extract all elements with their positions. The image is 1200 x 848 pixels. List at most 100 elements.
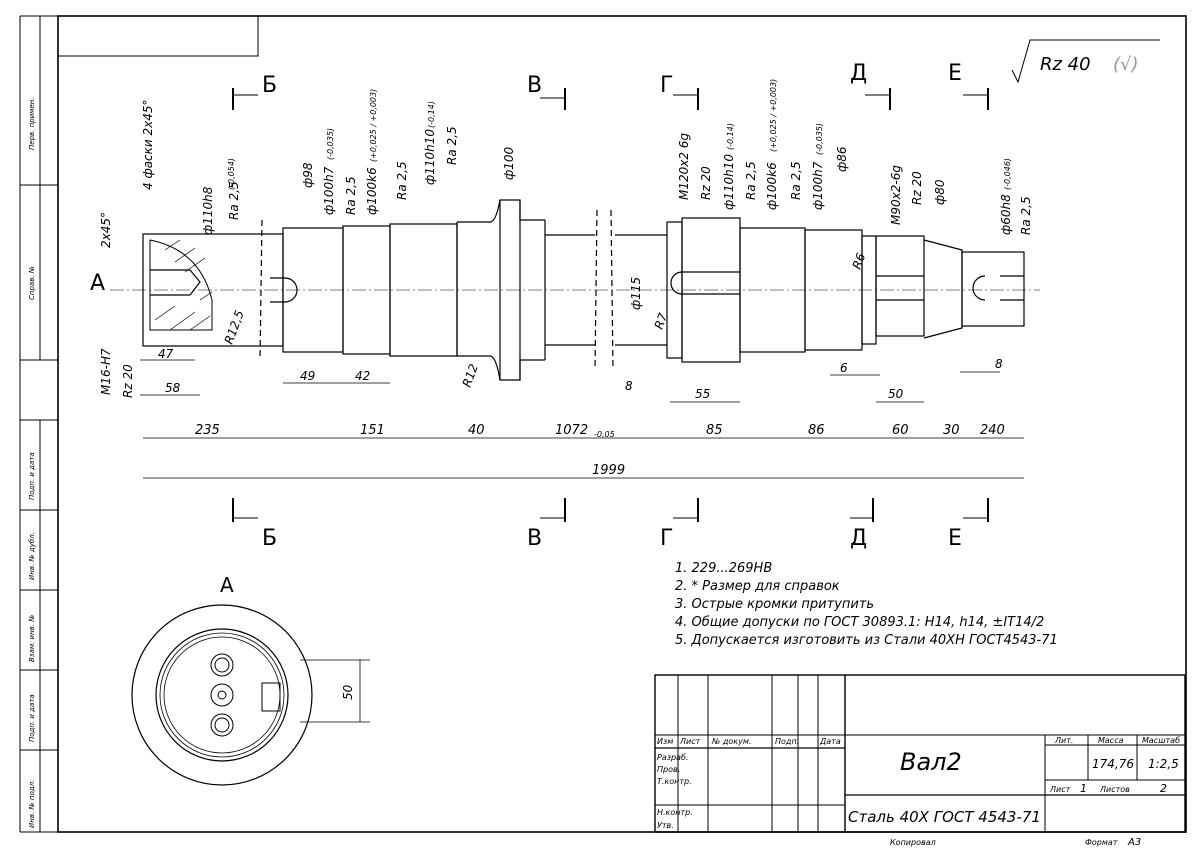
- section-a-view: [131, 604, 370, 786]
- chain-dim-1072-tol: -0,05: [594, 430, 615, 439]
- title-block-labels: Изм Лист № докум. Подп. Дата Разраб. Про…: [657, 736, 1180, 848]
- tb-sheets-label: Листов: [1099, 785, 1130, 794]
- dim-6: 6: [840, 361, 848, 375]
- tb-material: Сталь 40Х ГОСТ 4543-71: [848, 808, 1041, 826]
- chamfer-callout: 4 фаски 2х45°: [141, 99, 155, 190]
- roughness-rz20-b: Rz 20: [910, 171, 924, 205]
- chain-dim-1072: 1072: [555, 423, 588, 438]
- tb-part-name: Вал2: [900, 748, 962, 776]
- dim-d60h8: ф60h8: [999, 194, 1013, 235]
- margin-label-3: Подп. и дата: [28, 452, 36, 500]
- dim-d100h7-b: ф100h7: [811, 161, 825, 210]
- chamfer-small: 2х45°: [99, 212, 113, 248]
- ra-callout-a: Ra 2,5: [227, 181, 241, 220]
- margin-label-5: Взам. инв. №: [28, 614, 36, 662]
- dim-d100k6-b: ф100k6: [765, 162, 779, 210]
- roughness-rz20-a: Rz 20: [699, 166, 713, 200]
- radius-r7-a: R7: [652, 311, 671, 331]
- roughness-suffix: (√): [1113, 54, 1139, 75]
- top-left-stamp: [57, 15, 259, 57]
- section-g-top: Г: [660, 73, 673, 98]
- tb-col-izm: Изм: [657, 737, 673, 746]
- dim-d100h7: ф100h7: [322, 166, 336, 215]
- tb-copied: Копировал: [890, 838, 936, 847]
- overall-dim-1999: 1999: [592, 463, 625, 478]
- dim-55: 55: [695, 387, 710, 401]
- thread-m16: M16-H7: [99, 348, 113, 395]
- small-dimensions: 47 58 49 42 8 55 6 50 8: [158, 347, 1003, 401]
- tb-nkontr: Н.контр.: [657, 808, 693, 817]
- section-e-bottom: Е: [948, 526, 962, 551]
- tb-format: Формат: [1085, 838, 1118, 847]
- dim-d80: ф80: [933, 179, 947, 205]
- dim-49: 49: [300, 369, 315, 383]
- left-margin-strip: [19, 15, 58, 833]
- radius-r12: R12: [460, 362, 481, 389]
- ra-callout-f: Ra 2,5: [789, 161, 803, 200]
- dim-d110h10: ф110h10: [423, 129, 437, 185]
- ra-callout-d: Ra 2,5: [445, 126, 459, 165]
- roughness-symbol: Rz 40 (√): [1011, 39, 1160, 84]
- dim-50: 50: [888, 387, 904, 401]
- dim-47: 47: [158, 347, 174, 361]
- dim-58: 58: [165, 381, 181, 395]
- radius-r6: R6: [850, 251, 869, 271]
- note-3: 3. Острые кромки притупить: [675, 597, 875, 612]
- dim-d86: ф86: [835, 146, 849, 172]
- chain-dimension: 235 151 40 1072 -0,05 85 86 60 30 240 19…: [143, 423, 1024, 479]
- ra-callout-g: Ra 2,5: [1019, 196, 1033, 235]
- margin-label-4: Инв. № дубл.: [28, 532, 36, 580]
- dim-d100k6-b-tol: (+0,025 / +0,003): [769, 79, 778, 152]
- tb-col-doc: № докум.: [711, 737, 751, 746]
- section-markers: [232, 88, 989, 522]
- margin-label-1: Перв. примен.: [28, 97, 36, 150]
- radius-r125: R12,5: [222, 308, 247, 346]
- dim-d100k6-tol: (+0,025 / +0,003): [369, 89, 378, 162]
- tb-razrab: Разраб.: [657, 753, 688, 762]
- dim-d115: ф115: [629, 277, 643, 310]
- chain-dim-240: 240: [980, 423, 1005, 438]
- section-v-top: В: [527, 73, 542, 98]
- tb-mass: 174,76: [1092, 757, 1134, 771]
- dim-8-a: 8: [625, 379, 633, 393]
- chain-dim-86: 86: [808, 423, 825, 438]
- section-b-bottom: Б: [262, 526, 277, 551]
- tb-format-val: А3: [1127, 837, 1141, 848]
- note-5: 5. Допускается изготовить из Стали 40ХН …: [675, 633, 1058, 648]
- section-hatching: [154, 239, 213, 331]
- margin-label-6: Подп. и дата: [28, 694, 36, 742]
- section-letters: Б Б В В Г Г Д Д Е Е А: [90, 61, 962, 551]
- dim-m90: M90x2-6g: [889, 165, 903, 225]
- tb-utv: Утв.: [657, 821, 674, 830]
- chain-dim-60: 60: [892, 423, 909, 438]
- ra-callout-c: Ra 2,5: [395, 161, 409, 200]
- section-d-bottom: Д: [850, 526, 867, 551]
- title-block: [654, 674, 1186, 833]
- margin-label-2: Справ. №: [28, 266, 36, 300]
- ra-callout-e: Ra 2,5: [744, 161, 758, 200]
- tb-col-date: Дата: [819, 737, 841, 746]
- dim-d110h8-tol: (-0,054): [227, 158, 236, 190]
- chain-dim-151: 151: [360, 423, 385, 438]
- section-e-top: Е: [948, 61, 962, 86]
- tb-lit-hdr: Лит.: [1054, 736, 1073, 745]
- tb-scale: 1:2,5: [1148, 757, 1179, 771]
- section-a-marker: А: [90, 271, 105, 296]
- dim-d110h10-tol: (-0,14): [427, 101, 436, 128]
- drawing-frame: [57, 15, 1187, 833]
- tb-sheets-no: 2: [1160, 782, 1167, 795]
- dim-d98: ф98: [301, 162, 315, 188]
- dim-d110h10-b-tol: (-0,14): [726, 123, 735, 150]
- small-dim-lines: [140, 359, 1000, 403]
- note-4: 4. Общие допуски по ГОСТ 30893.1: Н14, h…: [675, 615, 1045, 630]
- dim-d100: ф100: [502, 146, 516, 180]
- tb-col-sign: Подп.: [775, 737, 799, 746]
- dim-m120: M120x2 6g: [677, 133, 691, 200]
- margin-label-7: Инв. № подл.: [28, 780, 36, 828]
- roughness-text: Rz 40: [1040, 54, 1091, 75]
- dim-d110h8: ф110h8: [201, 186, 215, 235]
- chain-dim-40: 40: [468, 423, 485, 438]
- dim-d100k6: ф100k6: [365, 167, 379, 215]
- roughness-rz20-c: Rz 20: [121, 364, 135, 398]
